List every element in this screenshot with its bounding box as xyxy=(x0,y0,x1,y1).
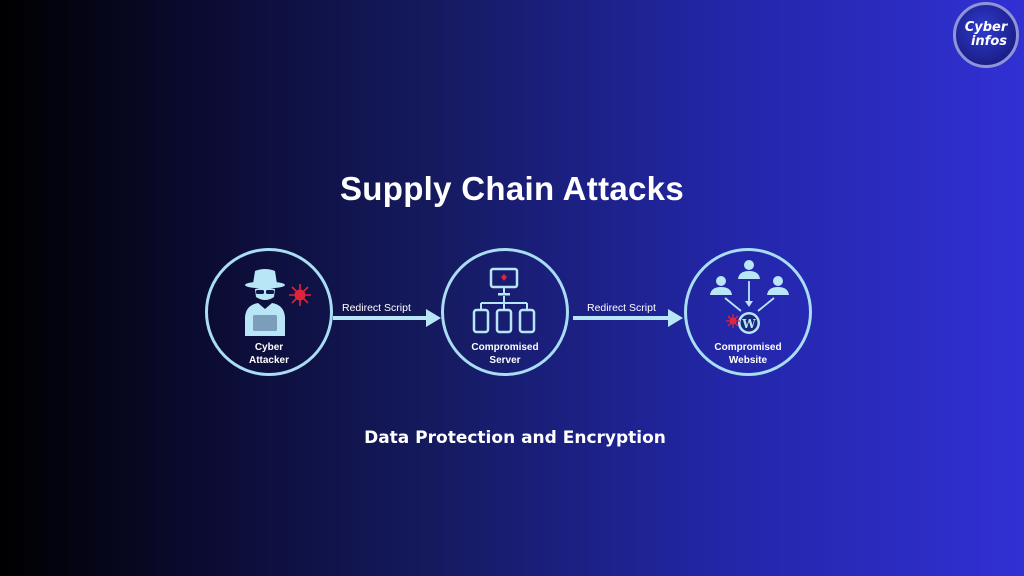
logo-text-line2: infos xyxy=(970,34,1008,49)
svg-text:W: W xyxy=(741,317,756,331)
node-label-website: Compromised Website xyxy=(714,342,782,366)
node-compromised-website: W Compromised Website xyxy=(684,248,812,376)
node-label-server: Compromised Server xyxy=(471,342,539,366)
edge-label-2: Redirect Script xyxy=(587,302,656,314)
diagram-title: Supply Chain Attacks xyxy=(339,170,684,207)
caption: Data Protection and Encryption xyxy=(364,428,666,448)
node-label-attacker: Cyber Attacker xyxy=(248,342,290,366)
users-wordpress-icon: W xyxy=(710,260,789,334)
edge-label-1: Redirect Script xyxy=(342,302,411,314)
arrow-server-to-website xyxy=(573,309,683,327)
node-compromised-server: Compromised Server xyxy=(441,248,569,376)
hacker-icon xyxy=(245,269,285,336)
server-network-icon xyxy=(472,267,536,334)
malware-bug-icon xyxy=(289,284,311,306)
cyberinfos-logo: Cyber infos xyxy=(953,2,1019,68)
arrow-attacker-to-server xyxy=(333,309,441,327)
logo-text-line1: Cyber xyxy=(964,20,1008,35)
node-cyber-attacker: Cyber Attacker xyxy=(205,248,333,376)
